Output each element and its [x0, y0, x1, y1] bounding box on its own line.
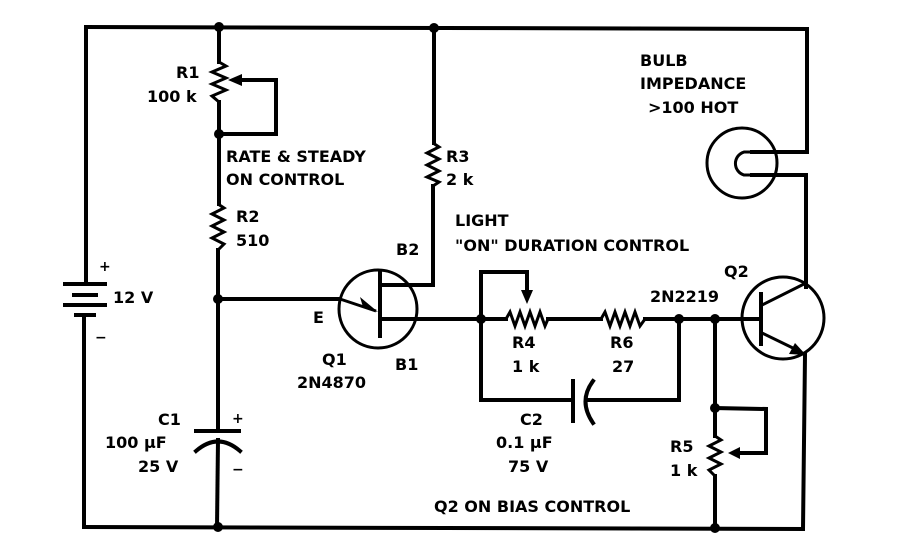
r2-resistor-zigzag: [208, 202, 228, 252]
junction-dot: [213, 522, 223, 532]
c2-rating-label: 75 V: [508, 457, 549, 476]
r3-value-label: 2 k: [446, 170, 474, 189]
wires: [81, 24, 810, 532]
junction-dot: [214, 22, 224, 32]
bias-control-label: Q2 ON BIAS CONTROL: [434, 497, 630, 516]
r4-wiper-loop: [479, 270, 529, 321]
r5-wiper-arrow: [728, 447, 740, 459]
q1-b2-pin-label: B2: [396, 240, 419, 259]
r1-name-label: R1: [176, 63, 199, 82]
q2-name-label: Q2: [724, 262, 749, 281]
rate-control-label-line2: ON CONTROL: [226, 170, 344, 189]
bulb-label-line1: BULB: [640, 51, 688, 70]
bulb-symbol: [705, 126, 779, 200]
bulb-label-line2: IMPEDANCE: [640, 74, 746, 93]
junction-dot: [710, 403, 720, 413]
r4-name-label: R4: [512, 333, 535, 352]
battery-voltage-label: 12 V: [113, 288, 154, 307]
duration-label-line2: "ON" DURATION CONTROL: [455, 236, 689, 255]
r6-name-label: R6: [610, 333, 633, 352]
bulb-label-line3: >100 HOT: [648, 98, 738, 117]
junction-dot: [710, 314, 720, 324]
q2-transistor-symbol: [740, 275, 826, 361]
rate-control-label-line1: RATE & STEADY: [226, 147, 366, 166]
duration-label-line1: LIGHT: [455, 211, 509, 230]
r4-value-label: 1 k: [512, 357, 540, 376]
c1-capacitor-symbol: [193, 429, 243, 454]
q1-b1-pin-label: B1: [395, 355, 418, 374]
r4-resistor-zigzag: [504, 307, 550, 331]
emitter-wire: [800, 352, 808, 532]
r5-resistor-zigzag: [705, 434, 725, 478]
c1-bottom-wire: [214, 437, 221, 530]
c2-value-label: 0.1 µF: [496, 433, 553, 452]
q1-emitter-pin-label: E: [313, 308, 324, 327]
r1-resistor-zigzag: [208, 60, 230, 104]
junction-dot: [213, 294, 223, 304]
bottom-rail-wire: [81, 524, 806, 532]
c1-plus-label: +: [232, 411, 244, 427]
r1-wiper-arrow: [228, 74, 242, 86]
junction-dot: [476, 314, 486, 324]
r2-value-label: 510: [236, 231, 269, 250]
battery-symbol: [63, 282, 107, 317]
r5-wiper-loop: [712, 405, 768, 455]
c2-capacitor-symbol: [571, 378, 596, 426]
junction-dot: [674, 314, 684, 324]
battery-minus-label: −: [95, 330, 107, 346]
r1-wiper-loop: [217, 78, 278, 136]
c1-name-label: C1: [158, 410, 181, 429]
q1-part-label: 2N4870: [297, 373, 366, 392]
junction-dot: [429, 23, 439, 33]
q1-ujt-symbol: [337, 268, 420, 350]
q2-emitter-arrow: [789, 343, 806, 355]
r2-name-label: R2: [236, 207, 259, 226]
r4-wiper-arrow: [521, 290, 533, 304]
r3-name-label: R3: [446, 147, 469, 166]
c1-minus-label: −: [232, 462, 244, 478]
r6-resistor-zigzag: [599, 307, 647, 331]
q2-part-label: 2N2219: [650, 287, 719, 306]
r1-value-label: 100 k: [147, 87, 197, 106]
c2-name-label: C2: [520, 410, 543, 429]
c1-rating-label: 25 V: [138, 457, 179, 476]
top-rail-wire: [83, 24, 810, 32]
junction-dot: [710, 523, 720, 533]
junction-dot: [214, 129, 224, 139]
r3-resistor-zigzag: [423, 141, 443, 188]
r5-value-label: 1 k: [670, 461, 698, 480]
r5-name-label: R5: [670, 437, 693, 456]
q1-name-label: Q1: [322, 350, 347, 369]
junctions: [213, 22, 720, 533]
battery-plus-label: +: [99, 259, 111, 275]
r6-value-label: 27: [612, 357, 634, 376]
c1-value-label: 100 µF: [105, 433, 167, 452]
